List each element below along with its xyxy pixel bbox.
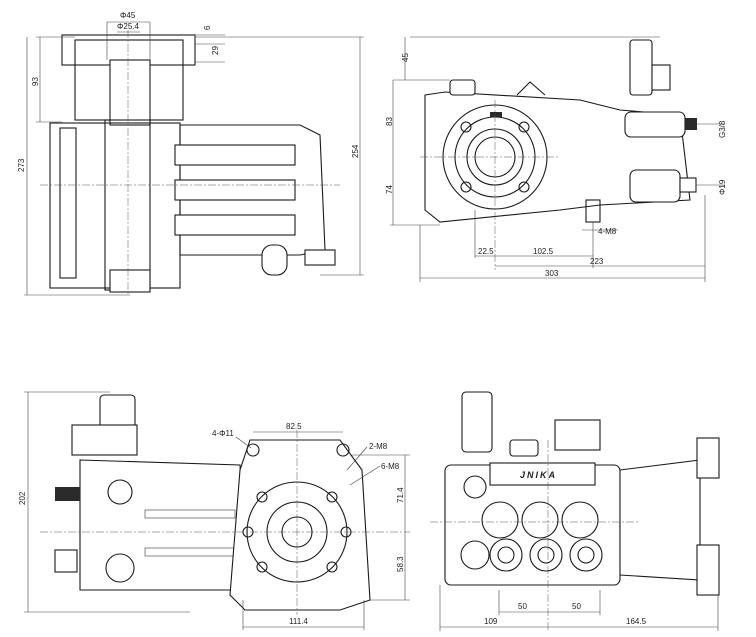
flange-view: 202 82.5 4-Φ11 2-M8 6-M8 71.4 58.3 111.4 (18, 391, 410, 630)
label-outlet-thread: G3/8 (718, 120, 727, 138)
label-thread-a: 2-M8 (369, 442, 388, 451)
brand-logo: JNIKA (520, 470, 557, 480)
dim-hole-spacing: 82.5 (286, 422, 302, 431)
dim-spacing-left: 50 (518, 602, 527, 611)
label-inlet-diameter: Φ19 (718, 179, 727, 195)
dim-left: 109 (484, 617, 498, 626)
dim-shaft-height: 93 (31, 77, 40, 86)
dim-width: 111.4 (289, 617, 308, 626)
label-foot-thread: 4-M8 (598, 227, 617, 236)
dim-height: 202 (18, 491, 27, 505)
dim-shaft-diameter: Φ25.4 (117, 22, 140, 31)
dim-flange-outer: Φ45 (120, 11, 136, 20)
dim-upper: 71.4 (396, 487, 405, 503)
dim-flange-step: 29 (211, 46, 220, 55)
dim-total-length: 303 (545, 269, 559, 278)
label-holes: 4-Φ11 (212, 429, 234, 438)
dim-body-height: 254 (351, 144, 360, 158)
front-view: JNIKA 50 50 109 164.5 (430, 391, 720, 631)
dim-top-offset: 45 (401, 53, 410, 62)
dim-upper: 83 (385, 117, 394, 126)
dim-flange-thickness: 6 (203, 25, 212, 30)
section-view: Φ45 Φ25.4 6 29 93 273 254 (17, 11, 364, 296)
dim-shaft-to-end: 223 (590, 257, 604, 266)
dim-spacing-right: 50 (572, 602, 581, 611)
label-thread-b: 6-M8 (381, 462, 400, 471)
side-view: 45 83 74 22.5 102.5 223 303 4-M8 G3/8 Φ1… (385, 36, 727, 282)
dim-right: 164.5 (626, 617, 647, 626)
dim-lower: 74 (385, 185, 394, 194)
dim-lower: 58.3 (396, 556, 405, 572)
dim-foot-offset: 22.5 (478, 247, 494, 256)
dim-total-height: 273 (17, 158, 26, 172)
dim-foot-spacing: 102.5 (533, 247, 554, 256)
